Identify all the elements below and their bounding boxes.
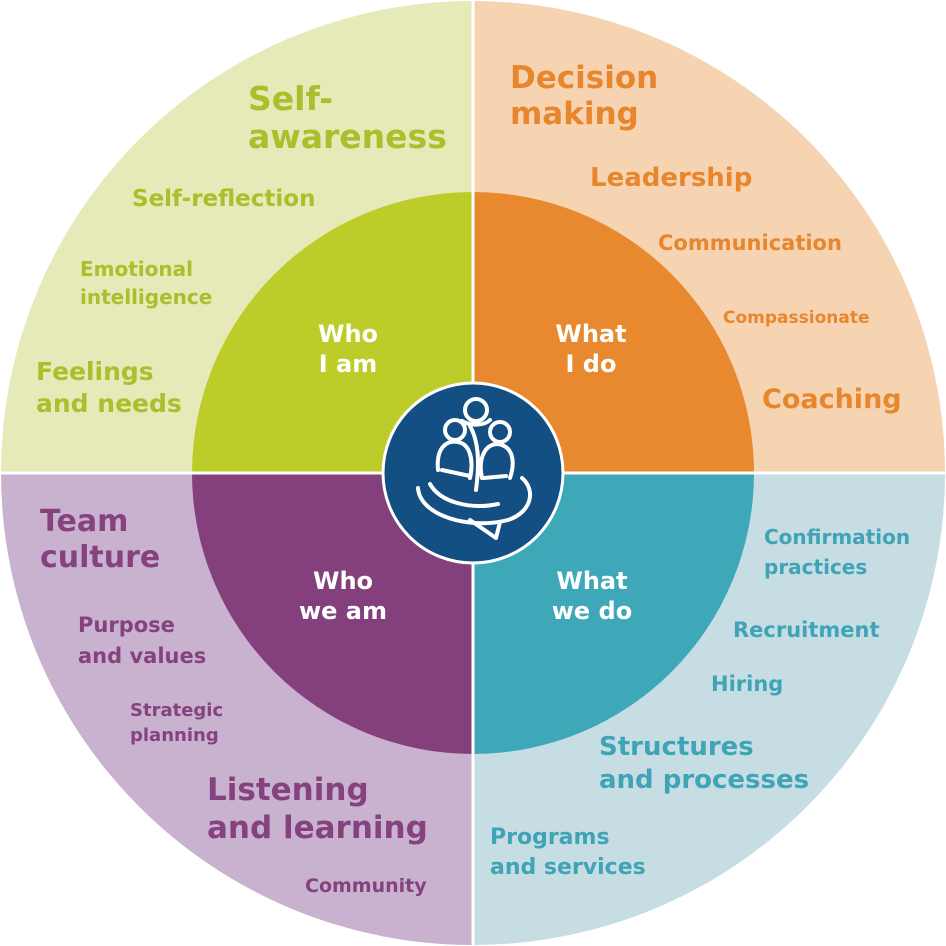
who-i-am-inner-segment — [192, 192, 473, 473]
what-i-do-item: Coaching — [762, 384, 902, 415]
group-of-people-icon — [416, 397, 532, 540]
what-i-do-item: Leadership — [590, 163, 752, 193]
what-i-do-inner-segment — [473, 192, 754, 473]
who-we-am-item: Community — [305, 875, 427, 897]
who-i-am-item: Self-awareness — [248, 79, 447, 156]
who-i-am-item: Self-reflection — [132, 186, 315, 212]
what-i-do-item: Compassionate — [723, 308, 869, 328]
what-i-do-item: Communication — [658, 231, 842, 255]
center-circle — [381, 381, 565, 565]
what-we-do-item: Recruitment — [733, 618, 880, 642]
what-we-do-item: Hiring — [711, 672, 783, 696]
what-we-do-inner-segment — [473, 473, 754, 754]
who-we-am-inner-segment — [192, 473, 473, 754]
